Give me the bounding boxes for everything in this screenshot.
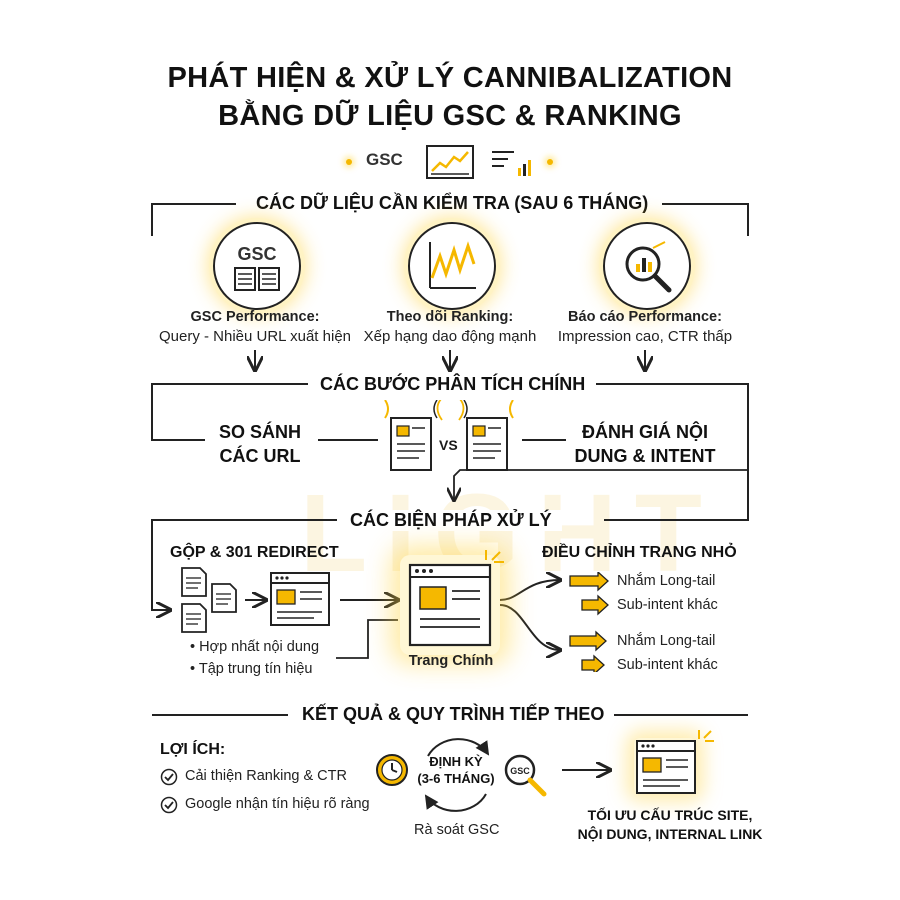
adjust-item-2: Sub-intent khác (617, 597, 718, 613)
result-line1: TỐI ƯU CẤU TRÚC SITE, (587, 807, 753, 823)
data-item-ranking: Theo dõi Ranking: Xếp hạng dao động mạnh (345, 307, 555, 347)
cycle-label: ĐỊNH KỲ (3-6 THÁNG) (412, 753, 500, 787)
highlight-rays-icon (485, 550, 504, 563)
adjust-item-4: Sub-intent khác (617, 657, 718, 673)
line-chart-icon (426, 145, 474, 179)
arrow-right-icon (569, 630, 607, 652)
adjust-small-pages-title: ĐIỀU CHỈNH TRANG NHỎ (542, 544, 737, 561)
magnifier-report-icon (625, 241, 672, 293)
data-item-gsc: GSC Performance: Query - Nhiều URL xuất … (150, 307, 360, 347)
web-page-icon (270, 572, 330, 626)
data-item-heading: Báo cáo Performance: (568, 309, 722, 325)
result-line2: NỘI DUNG, INTERNAL LINK (577, 826, 763, 842)
arrow-right-icon (581, 594, 609, 616)
compare-urls-label: SO SÁNH CÁC URL (200, 420, 320, 468)
vs-label: VS (439, 437, 458, 453)
section-data-check-title: CÁC DỮ LIỆU CẦN KIỂM TRA (SAU 6 THÁNG) (246, 193, 659, 214)
cycle-line2: (3-6 THÁNG) (417, 771, 495, 786)
document-compare-icon (384, 400, 514, 471)
sparkle-icon (547, 159, 553, 165)
highlight-rays-icon (698, 730, 714, 742)
data-item-text: Query - Nhiều URL xuất hiện (158, 328, 352, 345)
merge-bullet-1: • Hợp nhất nội dung (190, 639, 320, 655)
magnifier-text: GSC (510, 766, 530, 776)
gsc-icon-text: GSC (237, 244, 276, 264)
sparkle-icon (346, 159, 352, 165)
adjust-arrows (569, 572, 609, 672)
data-item-text: Impression cao, CTR thấp (557, 328, 733, 345)
main-page-icon (408, 563, 492, 647)
evaluate-line2: DUNG & INTENT (574, 446, 716, 466)
bar-list-icon (492, 151, 531, 176)
ranking-chart-icon-badge (408, 222, 496, 310)
check-circle-icon (160, 768, 178, 786)
arrow-right-icon (581, 654, 605, 672)
data-item-heading: Theo dõi Ranking: (386, 309, 514, 325)
result-label: TỐI ƯU CẤU TRÚC SITE, NỘI DUNG, INTERNAL… (560, 806, 780, 844)
gsc-label: GSC (366, 150, 403, 169)
gsc-magnifier-icon: GSC (504, 754, 547, 797)
data-item-heading: GSC Performance: (190, 309, 320, 325)
page-title-line1: PHÁT HIỆN & XỬ LÝ CANNIBALIZATION (167, 62, 733, 94)
cycle-caption: Rà soát GSC (414, 822, 500, 838)
benefits-title: LỢI ÍCH: (160, 741, 226, 758)
merge-bullet-2: • Tập trung tín hiệu (190, 661, 313, 677)
page-title-line2: BẰNG DỮ LIỆU GSC & RANKING (218, 100, 682, 132)
arrow-right-icon (569, 572, 609, 592)
watermark: LIGHT (300, 472, 720, 595)
magnifier-report-icon-badge (603, 222, 691, 310)
data-item-text: Xếp hạng dao động mạnh (363, 328, 537, 345)
multiple-documents-icon (181, 567, 237, 633)
clock-icon (376, 754, 408, 786)
benefit-item-2: Google nhận tín hiệu rõ ràng (185, 796, 370, 812)
compare-line2: CÁC URL (219, 446, 301, 466)
check-circle-icon (160, 796, 178, 814)
gsc-icon: GSC (234, 244, 280, 291)
evaluate-line1: ĐÁNH GIÁ NỘI (582, 422, 708, 442)
ranking-chart-icon (429, 241, 476, 289)
compare-line1: SO SÁNH (218, 422, 301, 442)
result-page-icon (636, 740, 696, 794)
section-solutions-title: CÁC BIỆN PHÁP XỬ LÝ (340, 510, 562, 531)
cycle-arrows-icon (424, 738, 490, 812)
merge-redirect-title: GỘP & 301 REDIRECT (170, 544, 339, 561)
benefit-item-1: Cải thiện Ranking & CTR (185, 768, 347, 784)
main-page-label: Trang Chính (408, 653, 494, 669)
gsc-icon-badge: GSC (213, 222, 301, 310)
cycle-line1: ĐỊNH KỲ (429, 754, 483, 769)
data-item-performance: Báo cáo Performance: Impression cao, CTR… (540, 307, 750, 347)
evaluate-content-label: ĐÁNH GIÁ NỘI DUNG & INTENT (565, 420, 725, 468)
section-results-title: KẾT QUẢ & QUY TRÌNH TIẾP THEO (292, 704, 615, 725)
section-analysis-title: CÁC BƯỚC PHÂN TÍCH CHÍNH (310, 374, 596, 395)
adjust-item-1: Nhắm Long-tail (617, 573, 716, 589)
adjust-item-3: Nhắm Long-tail (617, 633, 716, 649)
